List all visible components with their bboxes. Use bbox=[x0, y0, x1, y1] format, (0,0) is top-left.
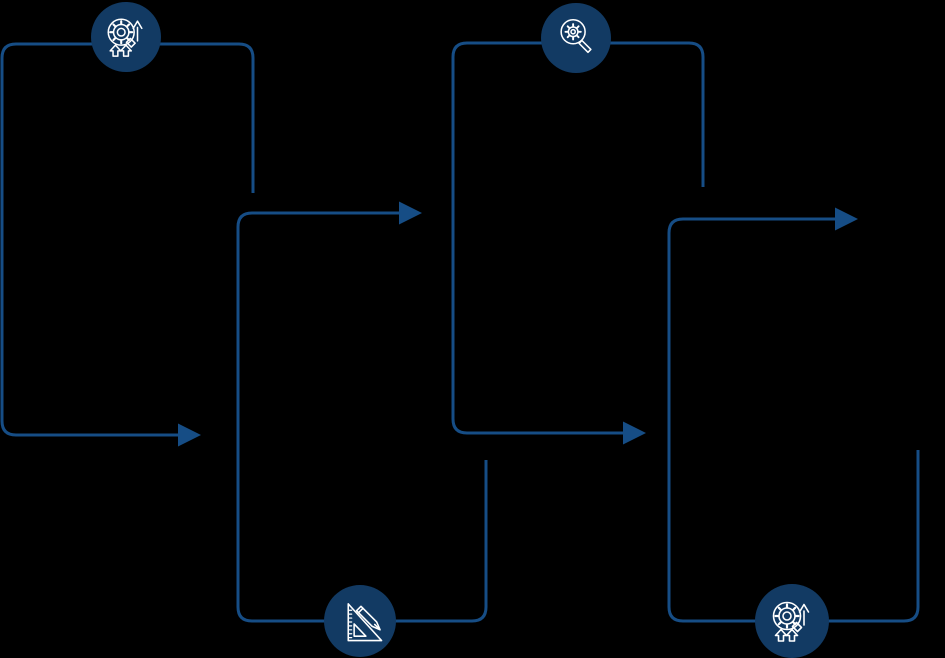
flow-arrowheads bbox=[178, 201, 858, 447]
step-nodes bbox=[91, 2, 829, 658]
frame-step-1 bbox=[0, 42, 255, 437]
arrow-step1-to-step2 bbox=[178, 423, 201, 447]
arrow-step4-exit bbox=[835, 207, 858, 231]
node-step-4 bbox=[755, 584, 829, 658]
arrow-step2-to-step3 bbox=[399, 201, 422, 225]
frame-outlines bbox=[0, 41, 920, 623]
frame-step-2 bbox=[236, 211, 488, 623]
node-step-3 bbox=[324, 585, 396, 657]
frame-step-4 bbox=[667, 217, 920, 623]
node-step-1 bbox=[91, 2, 161, 72]
node-step-2 bbox=[541, 3, 611, 73]
arrow-step3-to-step4 bbox=[623, 421, 646, 445]
frame-step-3 bbox=[451, 41, 705, 435]
